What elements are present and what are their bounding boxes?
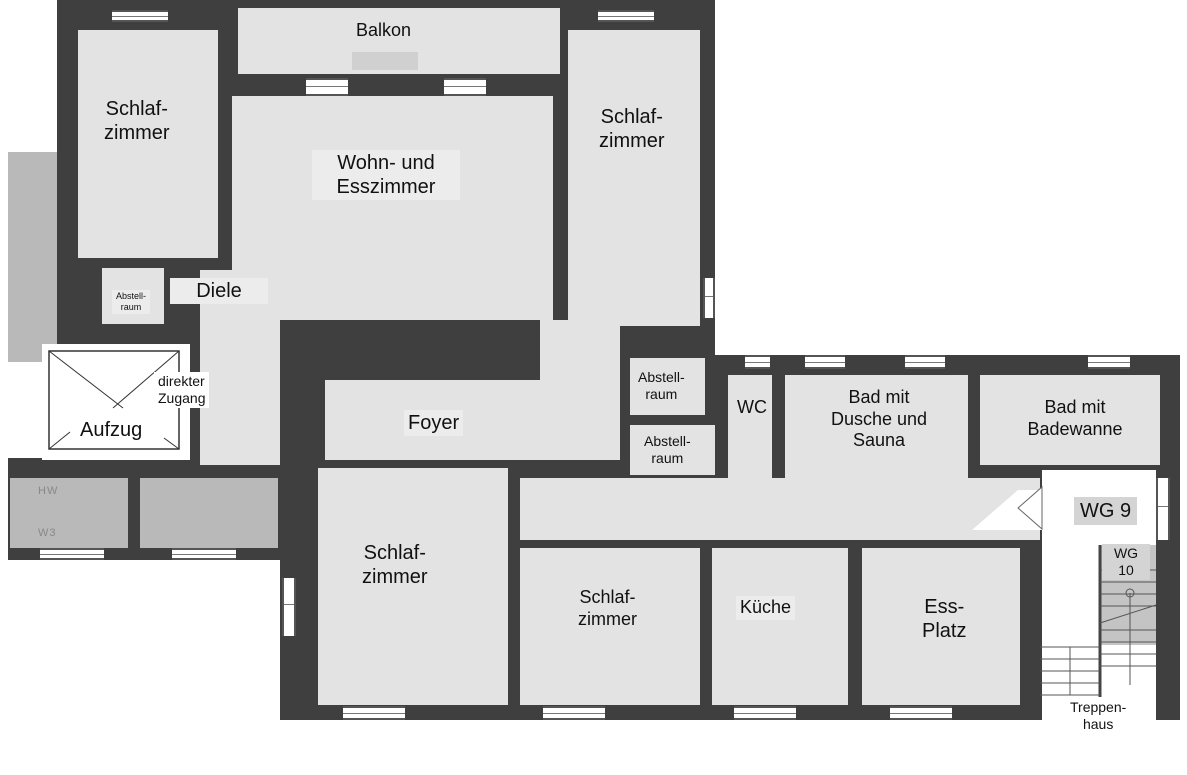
- label-direkter-zugang: direkter Zugang: [154, 372, 210, 408]
- label-treppenhaus: Treppen- haus: [1066, 698, 1131, 734]
- window: [745, 355, 770, 369]
- room-schlafzimmer-nw: [78, 30, 218, 258]
- window: [905, 355, 945, 369]
- room-schlafzimmer-s: [520, 548, 700, 705]
- room-abstellraum-1: [630, 358, 705, 415]
- label-wg10: WG 10: [1102, 544, 1150, 580]
- window: [1156, 478, 1170, 540]
- window: [40, 548, 104, 560]
- window: [890, 706, 952, 720]
- label-schlafzimmer-ne: Schlaf- zimmer: [599, 106, 665, 152]
- room-foyer: [325, 380, 620, 460]
- entrance-arrow-icon: [972, 485, 1043, 531]
- balkon-door: [352, 52, 418, 70]
- label-wc: WC: [737, 397, 767, 417]
- window: [734, 706, 796, 720]
- label-abstellraum-1: Abstell- raum: [638, 369, 685, 402]
- window: [543, 706, 605, 720]
- label-schlafzimmer-s: Schlaf- zimmer: [578, 587, 637, 629]
- room-wc: [728, 375, 772, 478]
- room-kueche: [712, 548, 848, 705]
- room-abstellraum-2: [630, 425, 715, 475]
- window: [703, 278, 715, 318]
- label-bad-dusche: Bad mit Dusche und Sauna: [830, 387, 928, 451]
- window: [306, 78, 348, 96]
- window: [805, 355, 845, 369]
- window: [598, 10, 654, 22]
- room-schlafzimmer-sw: [318, 468, 508, 705]
- room-corridor: [520, 478, 1040, 540]
- label-kueche: Küche: [736, 596, 796, 620]
- label-abstellraum-w: Abstell- raum: [112, 290, 151, 314]
- label-hw: HW: [38, 485, 59, 497]
- label-essplatz: Ess- Platz: [922, 596, 967, 642]
- label-aufzug: Aufzug: [80, 419, 143, 441]
- room-bad-badewanne: [980, 375, 1160, 465]
- below-building: [288, 720, 1028, 775]
- window: [1088, 355, 1130, 369]
- label-bad-badewanne: Bad mit Badewanne: [1027, 397, 1123, 439]
- wall-essplatz-stub: [848, 622, 862, 705]
- neighbour-w3: [140, 478, 278, 548]
- label-balkon: Balkon: [356, 20, 412, 40]
- label-abstellraum-2: Abstell- raum: [644, 433, 691, 466]
- room-foyer-link: [540, 320, 620, 390]
- neighbour-strip-left: [8, 152, 57, 362]
- label-schlafzimmer-sw: Schlaf- zimmer: [362, 542, 428, 588]
- label-foyer: Foyer: [404, 410, 464, 436]
- room-bad-dusche: [785, 375, 968, 478]
- label-wg9: WG 9: [1074, 497, 1138, 525]
- window: [112, 10, 168, 22]
- window: [172, 548, 236, 560]
- label-diele: Diele: [170, 278, 268, 304]
- label-wohn-esszimmer: Wohn- und Esszimmer: [312, 150, 460, 200]
- room-essplatz: [862, 548, 1020, 705]
- label-w3: W3: [38, 527, 57, 539]
- room-wohn-esszimmer: [232, 96, 553, 320]
- label-schlafzimmer-nw: Schlaf- zimmer: [104, 98, 170, 144]
- neighbour-hw: [10, 478, 128, 548]
- room-schlafzimmer-ne: [568, 30, 700, 326]
- window: [282, 578, 296, 636]
- window: [444, 78, 486, 96]
- window: [343, 706, 405, 720]
